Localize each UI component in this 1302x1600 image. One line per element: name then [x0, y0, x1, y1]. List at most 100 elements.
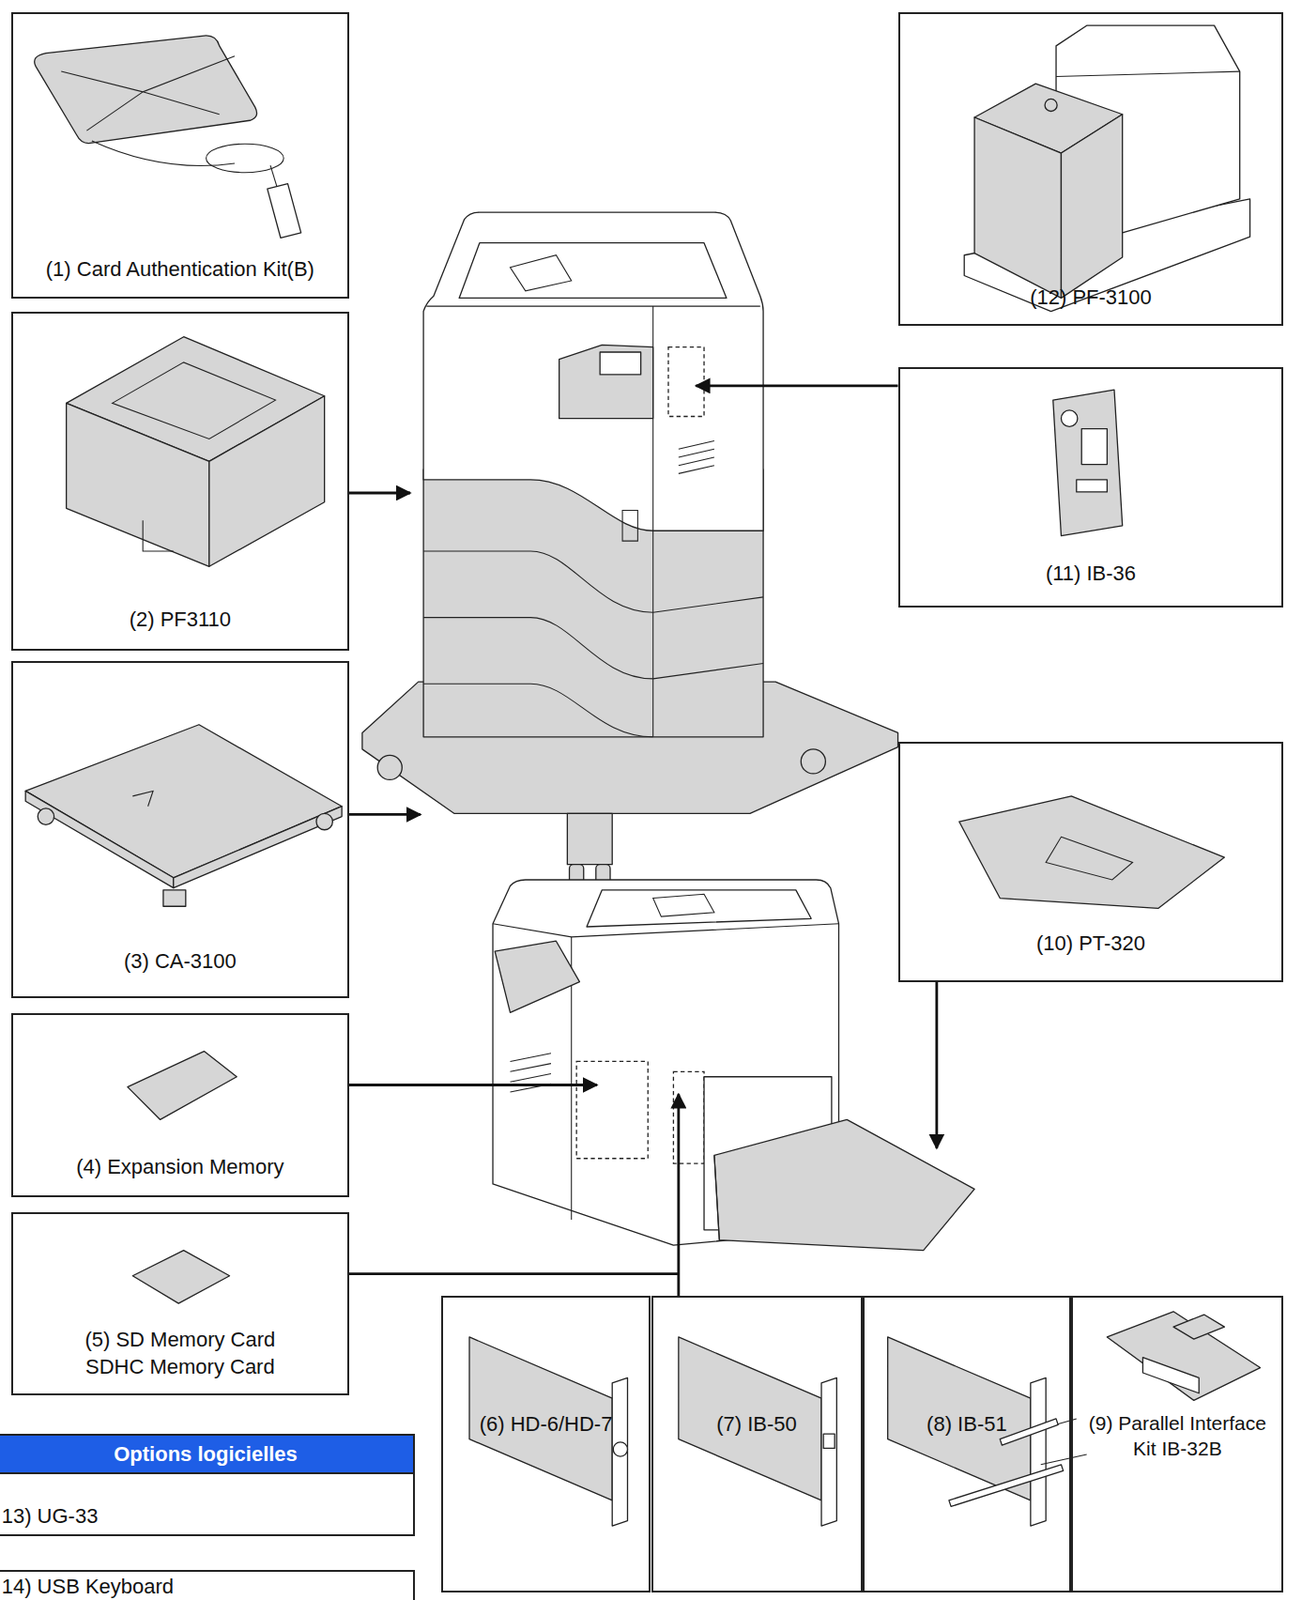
paper-feeder-illustration: [209, 396, 325, 567]
output-tray-illustration: [959, 796, 1226, 909]
caster-base-illustration: [316, 812, 333, 829]
printer-tower: [509, 255, 571, 292]
output-tray-illustration: [959, 796, 1226, 909]
card-reader-illustration: [206, 143, 285, 172]
option-box: (3) CA-3100: [11, 660, 350, 998]
option-label: (8) IB-51: [864, 1409, 1071, 1438]
option-label: (12) PF-3100: [900, 283, 1283, 311]
interface-card-illustration: [999, 1418, 1058, 1445]
interface-card-illustration: [612, 1377, 628, 1526]
caster-base-illustration: [37, 808, 54, 825]
caster-base-illustration: [132, 790, 154, 806]
option-label: (11) IB-36: [900, 559, 1283, 587]
card-reader-illustration: [34, 35, 302, 238]
large-feeder-illustration: [964, 25, 1250, 311]
leader-arrow: [349, 1271, 679, 1275]
option-label: (7) IB-50: [653, 1409, 861, 1438]
option-label: (2) PF3110: [13, 605, 348, 633]
card-reader-illustration: [270, 165, 278, 189]
leader-arrow: [349, 1083, 598, 1087]
interface-card-illustration: [1173, 1314, 1225, 1339]
option-box: (1) Card Authentication Kit(B): [11, 12, 350, 299]
option-box: (10) PT-320: [898, 741, 1285, 981]
printer-tower: [566, 812, 613, 864]
printer-tower: [426, 306, 760, 307]
leader-arrow: [695, 383, 898, 387]
printer-rear-view: [576, 1060, 648, 1158]
large-feeder-illustration: [974, 117, 1061, 298]
printer-rear-view: [492, 879, 975, 1251]
interface-card-illustration: [823, 1433, 835, 1448]
interface-card-illustration: [1106, 1311, 1260, 1401]
option-box: (6) HD-6/HD-7: [441, 1295, 652, 1592]
leader-arrow: [349, 385, 937, 1297]
option-box: Options logicielles 13) UG-33: [0, 1433, 415, 1536]
large-feeder-illustration: [1056, 71, 1241, 77]
card-reader-illustration: [34, 35, 258, 144]
printer-tower: [423, 617, 764, 679]
card-reader-illustration: [91, 140, 235, 167]
paper-feeder-illustration: [112, 362, 276, 440]
interface-card-illustration: [821, 1377, 837, 1526]
card-reader-illustration: [61, 56, 235, 131]
option-box: (11) IB-36: [898, 367, 1285, 607]
sd-card-illustration: [132, 1250, 230, 1304]
option-label: 14) USB Keyboard: [1, 1572, 414, 1600]
paper-feeder-illustration: [66, 336, 325, 567]
leader-arrow: [349, 491, 411, 495]
option-label: 13) UG-33: [1, 1501, 414, 1530]
large-feeder-illustration: [1060, 114, 1122, 299]
interface-card-illustration: [1106, 1311, 1260, 1401]
printer-tower: [652, 530, 654, 737]
option-label: (10) PT-320: [900, 929, 1283, 957]
wireless-module-illustration: [1060, 410, 1077, 427]
option-box: (2) PF3110: [11, 311, 350, 652]
option-box: (5) SD Memory Card SDHC Memory Card: [11, 1211, 350, 1395]
caster-base-illustration: [25, 790, 174, 888]
caster-base-illustration: [25, 724, 342, 878]
printer-tower: [599, 352, 641, 375]
printer-rear-view: [714, 1154, 720, 1240]
option-box: (4) Expansion Memory: [11, 1012, 350, 1197]
option-label: (9) Parallel Interface Kit IB-32B: [1081, 1409, 1274, 1461]
printer-tower: [377, 754, 402, 780]
printer-rear-view: [492, 923, 839, 937]
option-box: (8) IB-51: [862, 1295, 1073, 1592]
wireless-module-illustration: [1053, 389, 1123, 536]
card-reader-illustration: [267, 183, 302, 239]
leader-arrow: [676, 1093, 680, 1296]
printer-tower: [423, 683, 654, 737]
printer-tower: [622, 509, 638, 541]
printer-tower: [459, 243, 727, 299]
leader-arrow: [349, 812, 421, 816]
interface-card-illustration: [1142, 1357, 1199, 1394]
printer-tower: [423, 212, 764, 531]
printer-tower: [423, 551, 764, 613]
option-label: (3) CA-3100: [13, 947, 348, 975]
paper-feeder-illustration: [66, 402, 210, 567]
printer-rear-view: [586, 889, 812, 927]
option-label: (6) HD-6/HD-7: [443, 1409, 650, 1438]
option-box: (12) PF-3100: [898, 12, 1285, 326]
interface-card-illustration: [612, 1441, 628, 1456]
interface-card-illustration: [1030, 1377, 1046, 1526]
printer-rear-view: [494, 940, 580, 1012]
option-label: (1) Card Authentication Kit(B): [13, 255, 348, 283]
caster-base-illustration: [173, 806, 342, 889]
wireless-module-illustration: [1053, 389, 1123, 536]
section-header: Options logicielles: [0, 1435, 414, 1474]
option-box: 14) USB Keyboard: [0, 1569, 415, 1600]
wireless-module-illustration: [1076, 479, 1108, 492]
interface-card-illustration: [949, 1464, 1064, 1507]
large-feeder-illustration: [1044, 98, 1057, 111]
printer-tower: [559, 344, 654, 418]
caster-base-illustration: [163, 889, 186, 906]
option-label: (5) SD Memory Card SDHC Memory Card: [67, 1325, 293, 1380]
output-tray-illustration: [1045, 836, 1133, 880]
option-box: (9) Parallel Interface Kit IB-32B: [1071, 1295, 1284, 1592]
printer-rear-view: [653, 893, 715, 917]
paper-feeder-illustration: [142, 520, 174, 552]
printer-tower: [362, 212, 899, 893]
